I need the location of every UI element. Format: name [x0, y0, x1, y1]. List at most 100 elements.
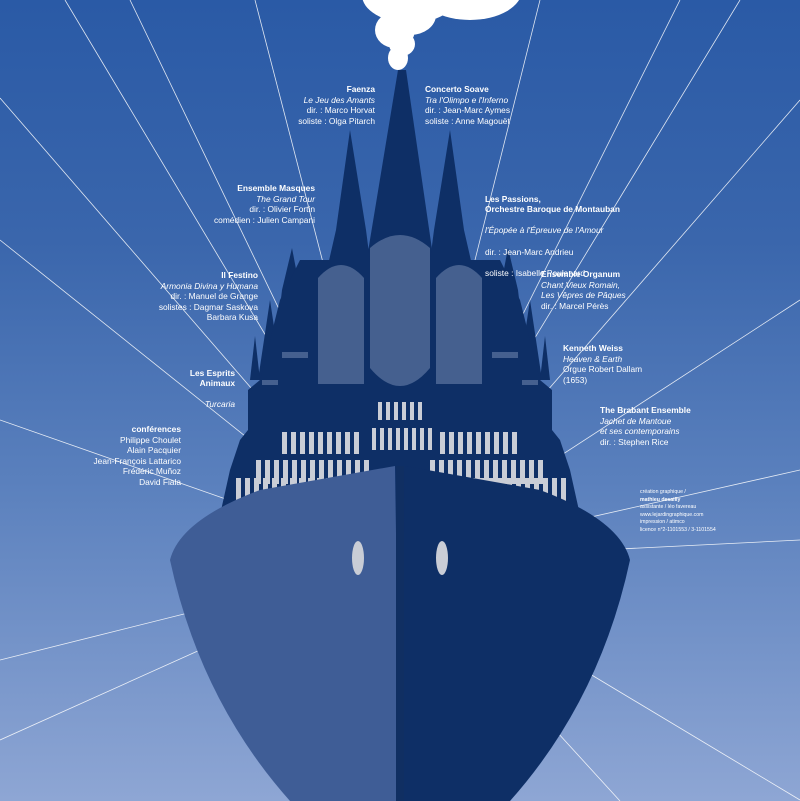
window: [301, 460, 306, 484]
director: dir. : Olivier Fortin: [249, 204, 315, 215]
soloist: soliste : Isabelle Poulenard: [485, 267, 586, 278]
program-title: Le Jeu des Amants: [303, 94, 375, 105]
ensemble-name: Kenneth Weiss: [563, 343, 623, 353]
window: [372, 428, 376, 450]
soloist-2: Barbara Kusa: [206, 312, 258, 323]
program-title: Heaven & Earth: [563, 353, 623, 364]
window: [345, 432, 350, 454]
window: [388, 428, 392, 450]
credit-line: licence n°2-1101553 / 3-1101554: [640, 526, 716, 533]
window: [309, 432, 314, 454]
program-title: Turcaria: [204, 399, 235, 410]
window: [493, 460, 498, 484]
window: [291, 432, 296, 454]
window: [418, 402, 422, 420]
smoke-cloud: [362, 0, 520, 70]
ensemble-name: Ensemble Organum: [541, 269, 621, 279]
program-title: l'Épopée à l'Épreuve de l'Amour: [485, 225, 604, 236]
ensemble-brabant: The Brabant Ensemble Jachet de Mantoue e…: [600, 405, 691, 447]
ensemble-name: Faenza: [346, 84, 375, 94]
window: [402, 402, 406, 420]
ensemble-name: Ensemble Masques: [237, 183, 315, 193]
window: [494, 432, 499, 454]
window: [327, 432, 332, 454]
window: [245, 478, 250, 502]
program-title: The Grand Tour: [256, 193, 315, 204]
window: [404, 428, 408, 450]
window: [512, 432, 517, 454]
window: [310, 460, 315, 484]
window: [466, 460, 471, 484]
actor: comédien : Julien Campani: [213, 214, 315, 225]
conferences: conférences Philippe Choulet Alain Pacqu…: [50, 424, 181, 488]
window: [282, 432, 287, 454]
speaker: Philippe Choulet: [120, 434, 181, 445]
program-title: Jachet de Mantoue: [600, 415, 672, 426]
speaker: Frédéric Muñoz: [122, 466, 181, 477]
window: [502, 460, 507, 484]
ensemble-name: Les Passions, Orchestre Baroque de Monta…: [485, 193, 620, 215]
program-subtitle: et ses contemporains: [600, 426, 680, 437]
window: [346, 460, 351, 484]
credit-line: assistante / léo favereau: [640, 504, 697, 511]
window: [467, 432, 472, 454]
window: [283, 460, 288, 484]
window: [485, 432, 490, 454]
window: [410, 402, 414, 420]
window: [458, 432, 463, 454]
director: dir. : Stephen Rice: [600, 436, 669, 447]
window: [440, 432, 445, 454]
hull: [170, 466, 630, 801]
ensemble-name: The Brabant Ensemble: [600, 405, 691, 415]
credit-line: création graphique /: [640, 489, 686, 495]
speaker: Alain Pacquier: [126, 445, 181, 456]
credit-line: impression / atimco: [640, 519, 685, 526]
program-subtitle: Les Vêpres de Pâques: [541, 290, 626, 301]
credit-line: mathieu desailly: [640, 496, 681, 503]
ensemble-il-festino: Il Festino Armonia Divina y Humana dir. …: [110, 270, 258, 323]
window: [318, 432, 323, 454]
window: [448, 460, 453, 484]
window: [420, 428, 424, 450]
window: [457, 460, 462, 484]
soloists: solistes : Dagmar Saskova: [158, 301, 258, 312]
soloist: soliste : Olga Pitarch: [298, 115, 375, 126]
window: [520, 460, 525, 484]
program-title: Tra l'Olimpo e l'Inferno: [425, 94, 509, 105]
speaker: David Fiala: [139, 476, 181, 487]
director: dir. : Marcel Pérès: [541, 300, 609, 311]
window: [319, 460, 324, 484]
window: [336, 432, 341, 454]
window: [511, 460, 516, 484]
program-title: Armonia Divina y Humana: [160, 280, 258, 291]
window: [552, 478, 557, 502]
window: [543, 478, 548, 502]
window: [355, 460, 360, 484]
ensemble-name: Les Esprits Animaux: [189, 367, 235, 389]
window: [484, 460, 489, 484]
ensemble-name: Concerto Soave: [425, 84, 489, 94]
window: [292, 460, 297, 484]
window: [412, 428, 416, 450]
soloist: soliste : Anne Magouët: [425, 115, 510, 126]
window: [328, 460, 333, 484]
ensemble-concerto-soave: Concerto Soave Tra l'Olimpo e l'Inferno …: [425, 84, 510, 126]
window: [274, 460, 279, 484]
director: dir. : Manuel de Grange: [170, 291, 258, 302]
conferences-title: conférences: [131, 424, 181, 434]
credits: création graphique / mathieu desailly as…: [640, 489, 716, 535]
kenneth-weiss: Kenneth Weiss Heaven & Earth Orgue Rober…: [563, 343, 642, 385]
arch-windows: [318, 235, 482, 386]
instrument-year: (1653): [563, 374, 588, 385]
ensemble-name: Il Festino: [221, 270, 258, 280]
window: [256, 460, 261, 484]
instrument: Orgue Robert Dallam: [563, 364, 643, 375]
window: [503, 432, 508, 454]
program-title: Chant Vieux Romain,: [541, 279, 620, 290]
window: [561, 478, 566, 502]
window: [529, 460, 534, 484]
credit-line: www.lejardingraphique.com: [640, 511, 704, 518]
ensemble-masques: Ensemble Masques The Grand Tour dir. : O…: [170, 183, 315, 225]
